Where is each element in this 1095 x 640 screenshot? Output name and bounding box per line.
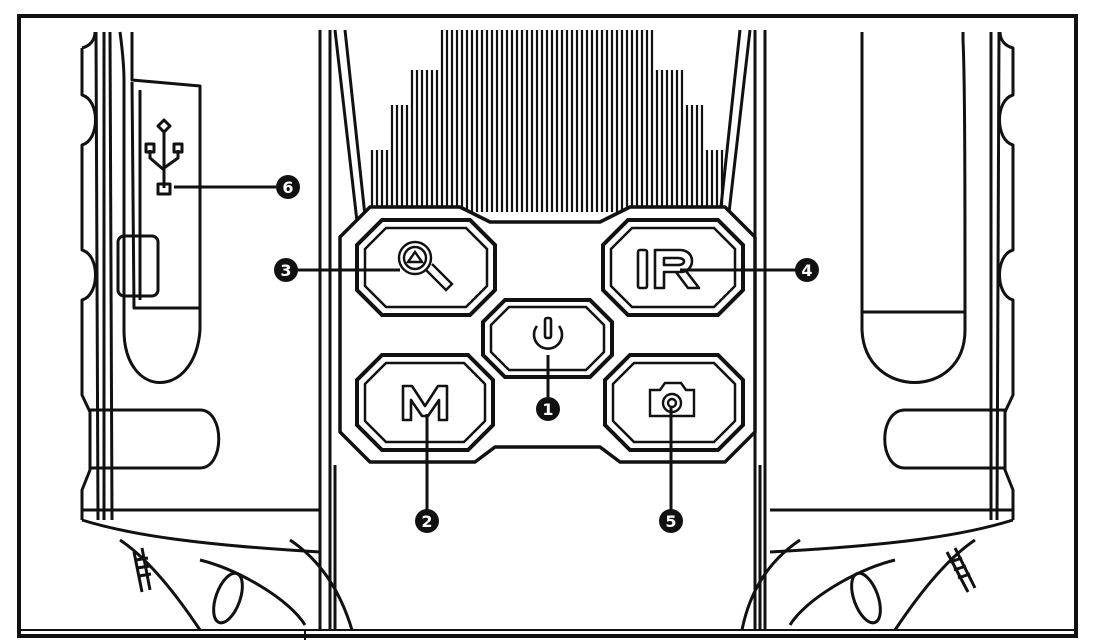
callout-6: 6 (276, 175, 300, 199)
callout-5-number: 5 (665, 512, 676, 531)
callout-2-marker (415, 509, 439, 533)
shutter-button[interactable] (603, 353, 745, 452)
infrared-button[interactable] (601, 218, 745, 317)
callout-6-marker (276, 175, 300, 199)
menu-button[interactable] (355, 353, 495, 452)
infrared-label (636, 248, 701, 290)
right-housing (740, 30, 1015, 631)
magnifier-review-icon (397, 240, 454, 292)
power-button[interactable] (481, 298, 614, 379)
power-icon (532, 316, 564, 350)
callout-3-number: 3 (280, 261, 291, 280)
callout-4: 4 (795, 258, 819, 282)
callout-5: 5 (659, 509, 683, 533)
callout-3: 3 (274, 258, 298, 282)
review-button[interactable] (355, 218, 497, 317)
usb-port (144, 118, 184, 196)
callout-1-number: 1 (542, 400, 553, 419)
callout-3-marker (274, 258, 298, 282)
callout-2-number: 2 (421, 512, 432, 531)
diagram-frame (17, 14, 1078, 638)
callout-1: 1 (536, 397, 560, 421)
callout-4-marker (795, 258, 819, 282)
left-housing (80, 30, 354, 631)
callout-leaders (174, 185, 796, 510)
heat-fins (370, 30, 724, 212)
callout-5-marker (659, 509, 683, 533)
callout-2: 2 (415, 509, 439, 533)
menu-label (401, 384, 449, 422)
usb-icon (144, 118, 184, 196)
callout-4-number: 4 (801, 261, 812, 280)
callout-1-marker (536, 397, 560, 421)
callout-6-number: 6 (282, 178, 293, 197)
